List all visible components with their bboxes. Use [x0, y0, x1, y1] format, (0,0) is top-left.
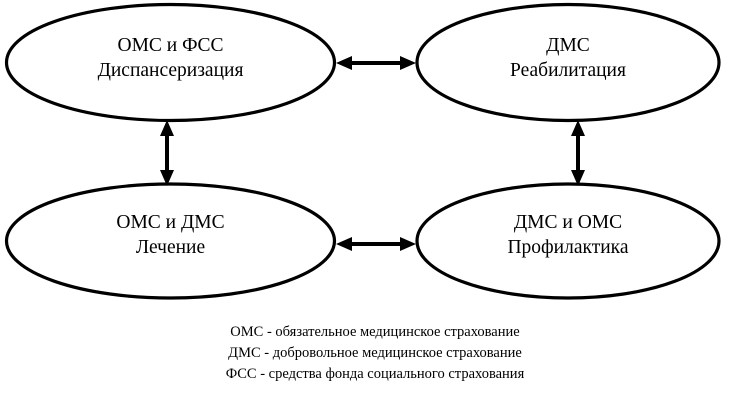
legend-line-oms: ОМС - обязательное медицинское страхован… [230, 324, 520, 340]
connector-bottom-horizontal [336, 237, 416, 251]
legend-line-dms: ДМС - добровольное медицинское страхован… [228, 345, 522, 361]
connector-right-vertical [571, 120, 585, 186]
connector-left-vertical [160, 120, 174, 186]
connector-top-horizontal [336, 56, 416, 70]
node-ellipse-top-right[interactable] [415, 2, 721, 123]
node-ellipse-bottom-right[interactable] [415, 182, 721, 300]
legend-line-fss: ФСС - средства фонда социального страхов… [225, 366, 525, 382]
node-ellipse-top-left[interactable] [4, 2, 337, 123]
legend: ОМС - обязательное медицинское страхован… [0, 322, 750, 385]
node-ellipse-bottom-left[interactable] [4, 182, 337, 300]
